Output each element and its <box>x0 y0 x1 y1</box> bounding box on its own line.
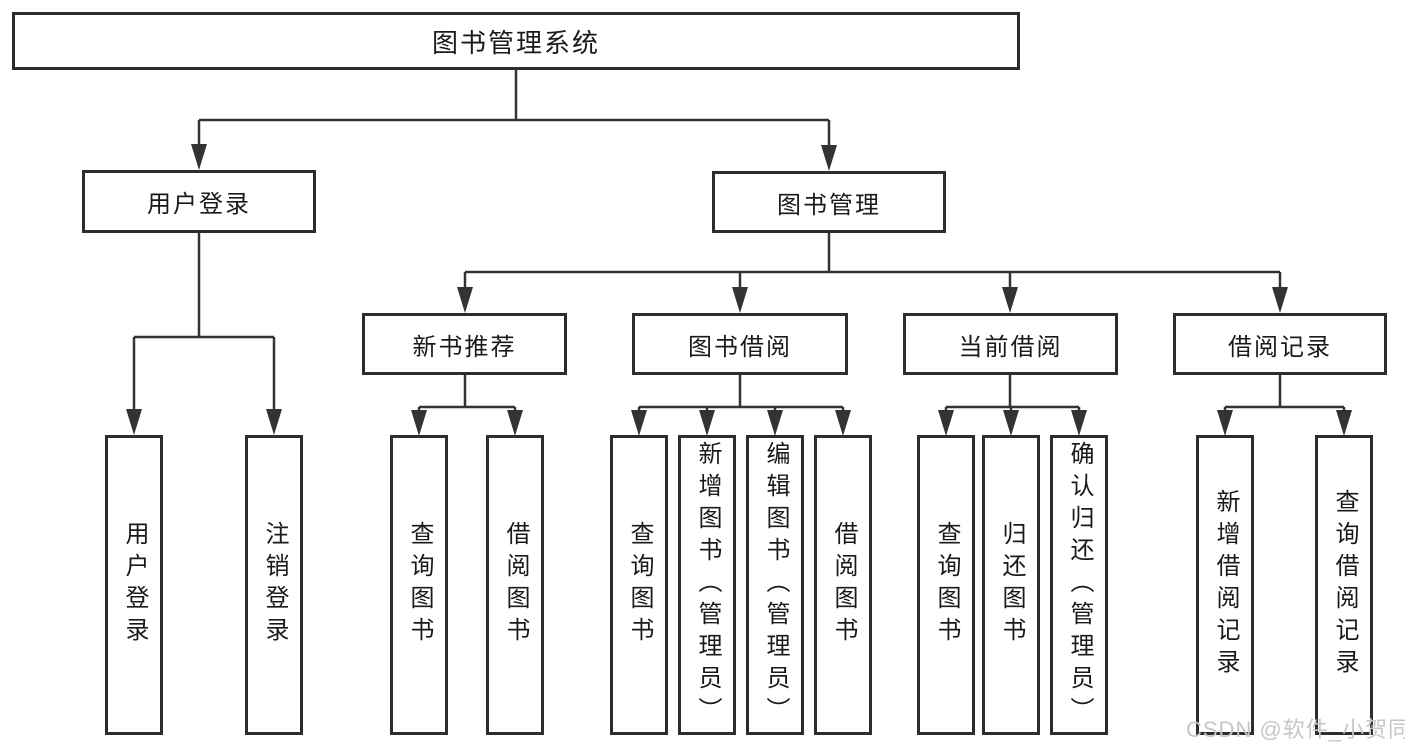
node-borrow-records: 借阅记录 <box>1173 313 1387 375</box>
node-user-login-label: 用户登录 <box>147 191 251 218</box>
node-book-mgmt: 图书管理 <box>712 171 946 233</box>
leaf-bb-query-book-label: 查询图书 <box>626 521 653 649</box>
csdn-watermark: CSDN @软件_小贺同学 <box>1186 717 1405 742</box>
node-current-borrow-label: 当前借阅 <box>958 333 1063 361</box>
node-book-borrow-label: 图书借阅 <box>688 333 792 361</box>
arrowhead-br-query <box>1336 410 1352 436</box>
arrowhead-bb-borrow <box>835 410 851 436</box>
node-new-book-rec-label: 新书推荐 <box>412 333 517 361</box>
leaf-br-query-record-label: 查询借阅记录 <box>1331 489 1358 681</box>
leaf-cb-return-book: 归还图书 <box>982 435 1040 735</box>
arrowhead-borrow-records <box>1272 287 1288 313</box>
leaf-cb-confirm-return-admin: 确认归还（管理员） <box>1050 435 1108 735</box>
leaf-rec-borrow-book: 借阅图书 <box>486 435 544 735</box>
arrowhead-bb-add <box>699 410 715 436</box>
leaf-bb-edit-book-admin: 编辑图书（管理员） <box>746 435 804 735</box>
leaf-cb-query-book: 查询图书 <box>917 435 975 735</box>
arrowhead-br-add <box>1217 410 1233 436</box>
leaf-br-add-record-label: 新增借阅记录 <box>1212 489 1239 681</box>
leaf-bb-borrow-book-label: 借阅图书 <box>830 521 857 649</box>
arrowhead-rec-borrow <box>507 410 523 436</box>
leaf-rec-query-book-label: 查询图书 <box>406 521 433 649</box>
leaf-cb-return-book-label: 归还图书 <box>998 521 1025 649</box>
arrowhead-new-book <box>457 287 473 313</box>
node-new-book-rec: 新书推荐 <box>362 313 567 375</box>
arrowhead-user-login <box>191 144 207 170</box>
node-borrow-records-label: 借阅记录 <box>1228 333 1332 361</box>
arrowhead-cb-confirm <box>1071 410 1087 436</box>
node-root: 图书管理系统 <box>12 12 1020 70</box>
node-book-mgmt-label: 图书管理 <box>777 191 881 219</box>
leaf-logout-label: 注销登录 <box>261 521 288 649</box>
leaf-logout: 注销登录 <box>245 435 303 735</box>
leaf-bb-query-book: 查询图书 <box>610 435 668 735</box>
arrowhead-book-borrow <box>732 287 748 313</box>
leaf-br-add-record: 新增借阅记录 <box>1196 435 1254 735</box>
node-current-borrow: 当前借阅 <box>903 313 1118 375</box>
arrowhead-leaf-login <box>126 409 142 435</box>
leaf-bb-add-book-admin: 新增图书（管理员） <box>678 435 736 735</box>
arrowhead-book-mgmt <box>821 145 837 171</box>
leaf-bb-add-book-admin-label: 新增图书（管理员） <box>694 441 721 729</box>
leaf-user-login: 用户登录 <box>105 435 163 735</box>
arrowhead-bb-edit <box>767 410 783 436</box>
arrowhead-rec-query <box>411 410 427 436</box>
arrowhead-leaf-logout <box>266 409 282 435</box>
leaf-cb-query-book-label: 查询图书 <box>933 521 960 649</box>
leaf-bb-borrow-book: 借阅图书 <box>814 435 872 735</box>
leaf-br-query-record: 查询借阅记录 <box>1315 435 1373 735</box>
node-book-borrow: 图书借阅 <box>632 313 848 375</box>
node-user-login: 用户登录 <box>82 170 316 233</box>
arrowhead-cb-return <box>1003 410 1019 436</box>
arrowhead-cb-query <box>938 410 954 436</box>
leaf-user-login-label: 用户登录 <box>121 521 148 649</box>
leaf-cb-confirm-return-admin-label: 确认归还（管理员） <box>1066 441 1093 729</box>
arrowhead-current-borrow <box>1002 287 1018 313</box>
arrowhead-bb-query <box>631 410 647 436</box>
leaf-rec-query-book: 查询图书 <box>390 435 448 735</box>
leaf-bb-edit-book-admin-label: 编辑图书（管理员） <box>762 441 789 729</box>
node-root-label: 图书管理系统 <box>431 27 600 58</box>
leaf-rec-borrow-book-label: 借阅图书 <box>502 521 529 649</box>
